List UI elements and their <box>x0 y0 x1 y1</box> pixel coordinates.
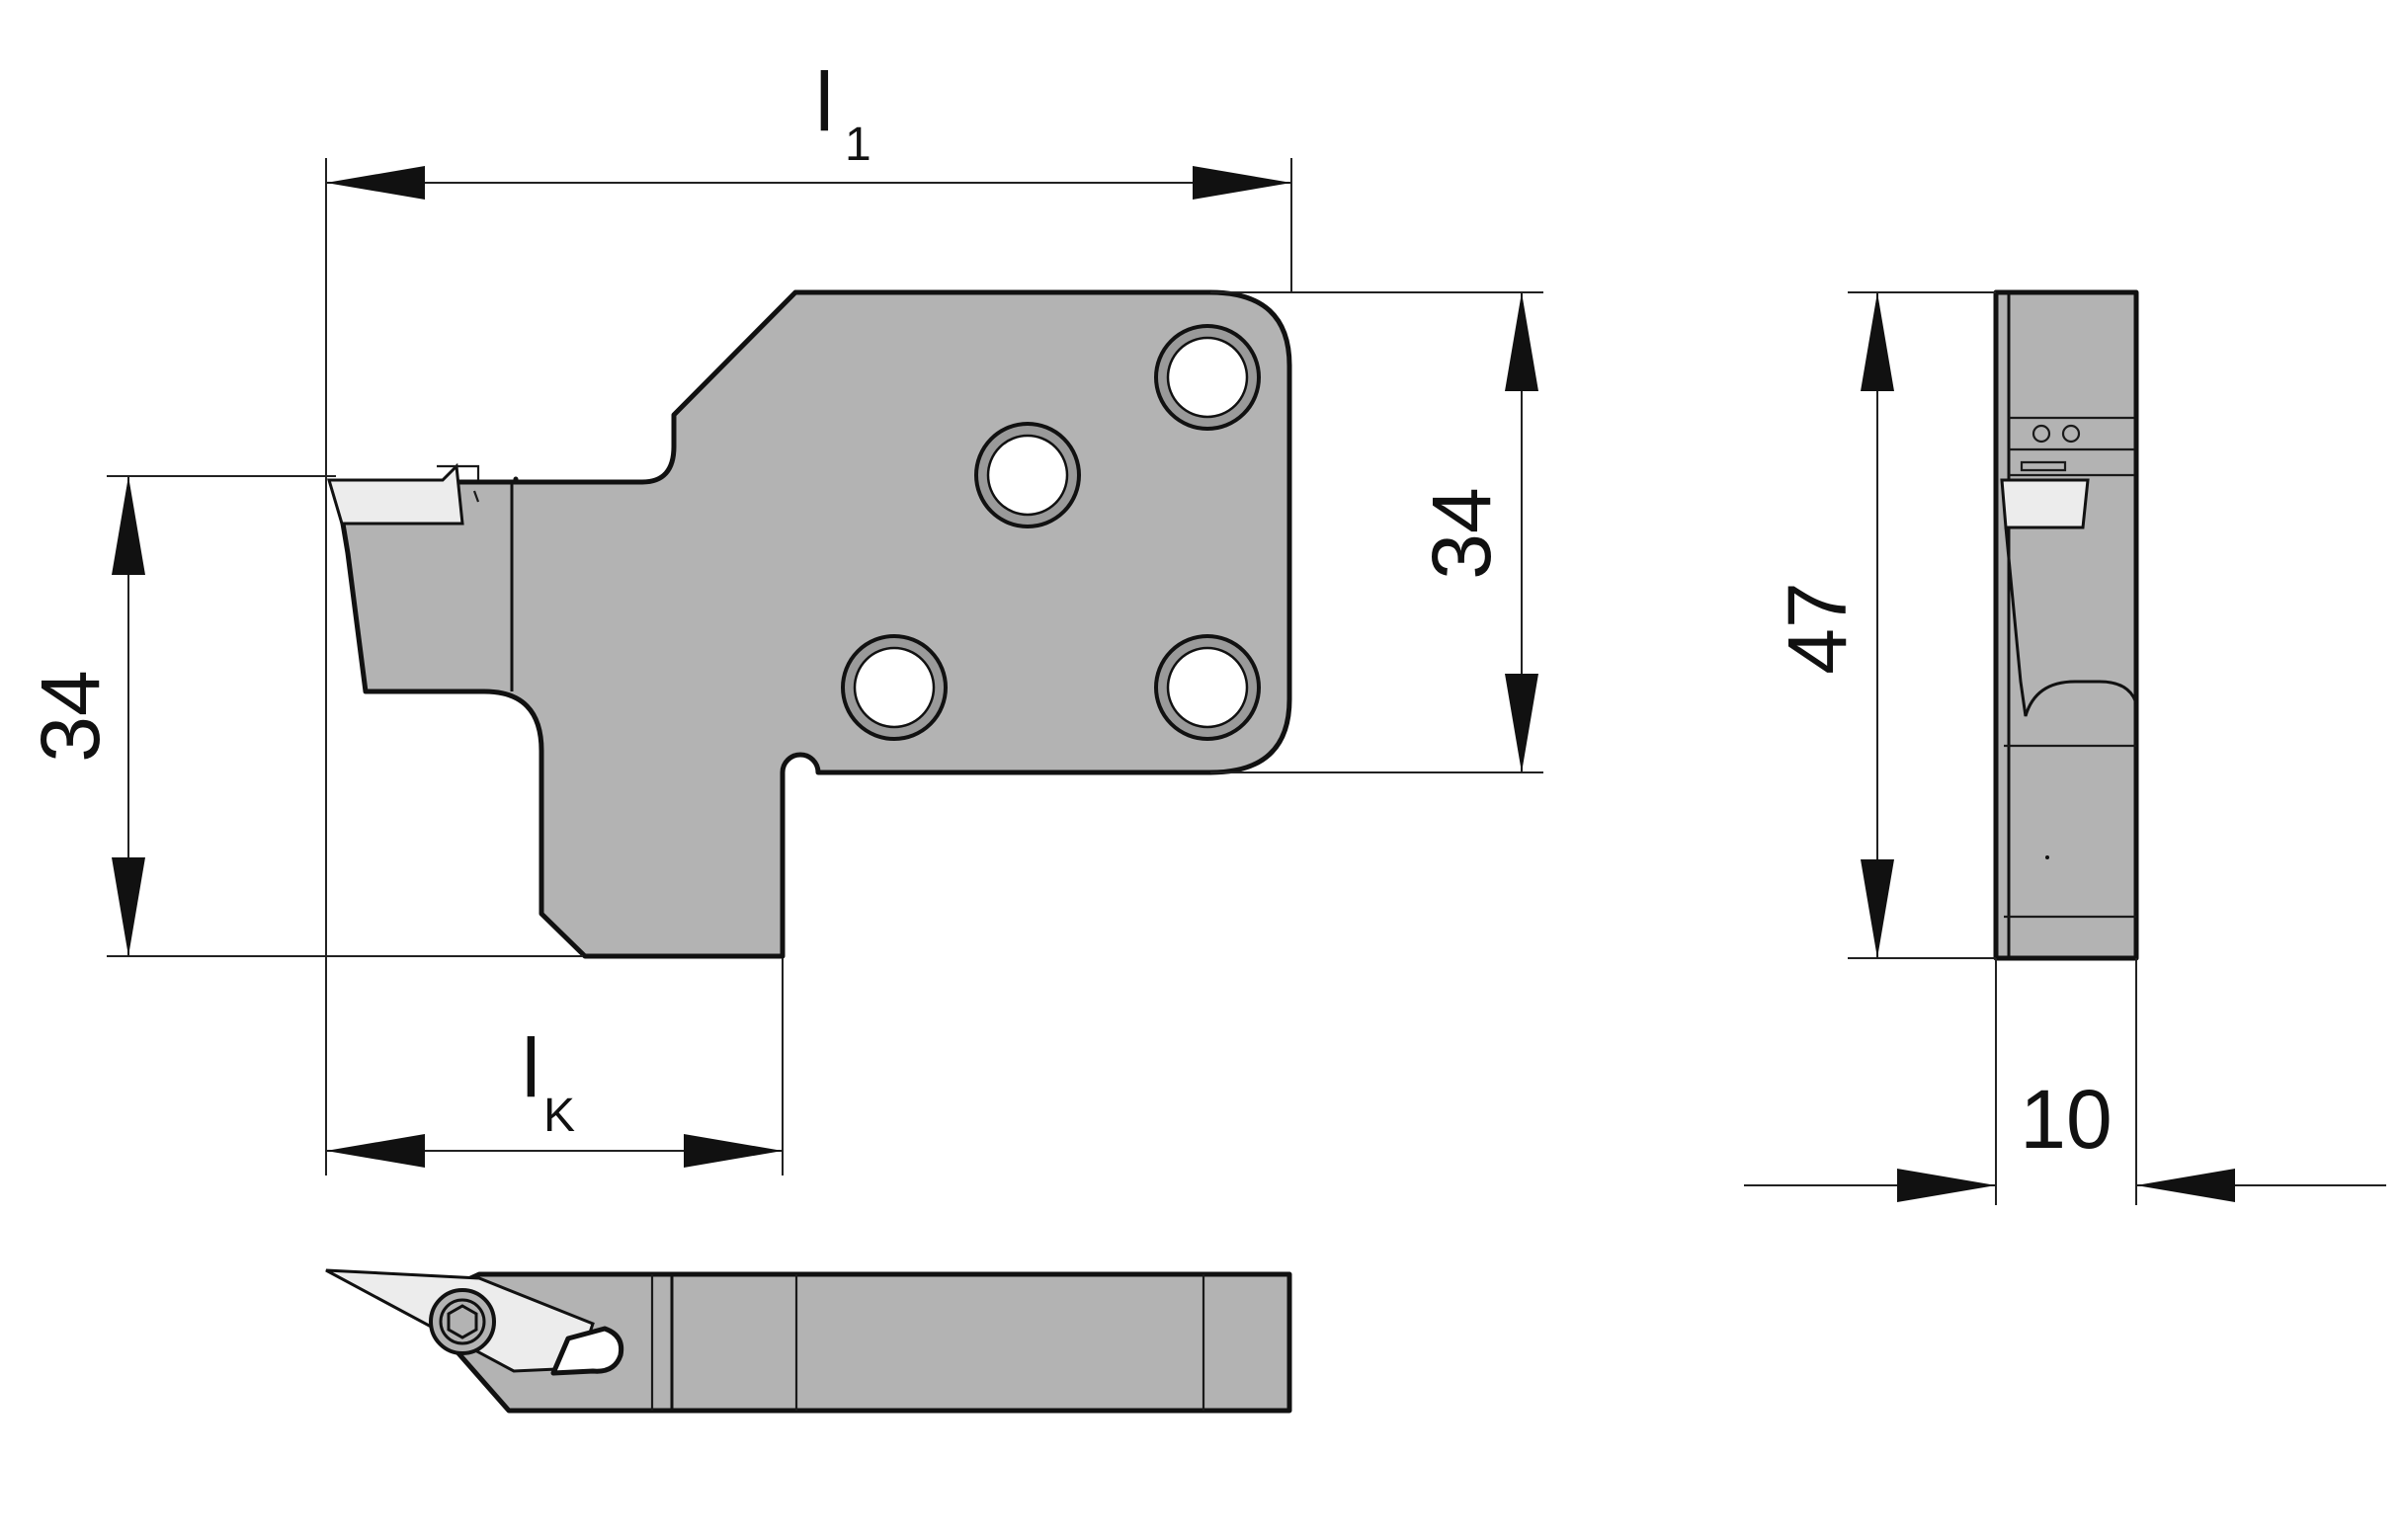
dimension-plate-height: 34 <box>1210 291 1543 773</box>
dimension-left-height: 34 <box>24 475 583 957</box>
side-view <box>1993 289 2139 961</box>
dimension-side-height: 47 <box>1771 291 1996 959</box>
side-chipbreaker <box>2004 527 2138 717</box>
plate-height-value: 34 <box>1415 487 1508 579</box>
insert-mark <box>472 490 480 503</box>
mounting-hole <box>1154 324 1261 431</box>
clamp-slot <box>550 1326 624 1376</box>
mounting-hole <box>841 634 948 741</box>
insert-front <box>326 462 464 526</box>
l1-symbol: l <box>815 55 834 148</box>
dimension-lk: l K <box>326 958 784 1175</box>
lk-symbol: l <box>522 1021 540 1114</box>
hex-socket-icon <box>429 1288 496 1355</box>
mounting-hole <box>1154 634 1261 741</box>
front-view <box>326 289 1292 959</box>
lk-subscript: K <box>543 1090 575 1142</box>
side-insert <box>2000 478 2090 529</box>
mounting-hole <box>974 422 1081 528</box>
thickness-value: 10 <box>2020 1073 2112 1166</box>
insert-clamp <box>437 464 480 480</box>
side-body <box>1993 289 2139 961</box>
left-height-value: 34 <box>24 670 117 762</box>
side-height-value: 47 <box>1771 582 1864 674</box>
holder-body <box>333 289 1292 959</box>
dimension-thickness: 10 <box>1744 958 2386 1205</box>
top-view <box>325 1268 1292 1414</box>
l1-subscript: 1 <box>845 119 871 171</box>
dimension-l1: l 1 <box>325 55 1292 1175</box>
